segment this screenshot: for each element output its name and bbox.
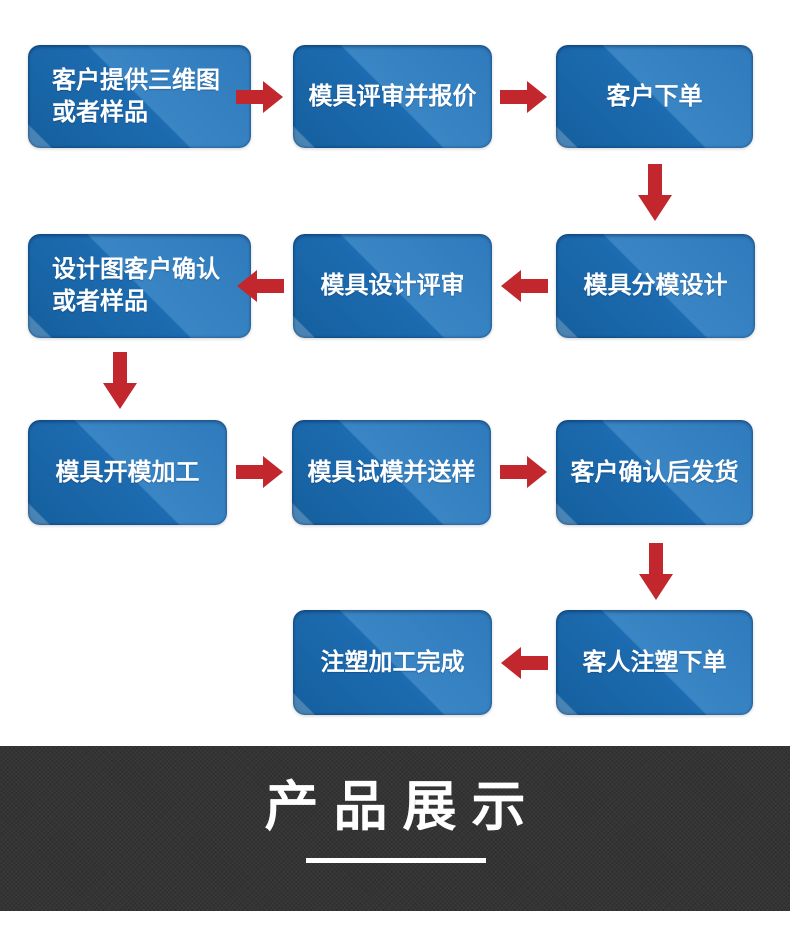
flow-step-label: 模具分模设计	[583, 271, 728, 300]
arrow-down-icon	[103, 352, 137, 409]
flow-step-label: 模具设计评审	[320, 271, 465, 300]
arrow-left-icon	[501, 270, 548, 302]
banner-title: 产品展示	[264, 775, 541, 838]
flow-step-mold-machining: 模具开模加工	[28, 420, 227, 525]
arrow-right-icon	[500, 456, 547, 488]
flow-step-label: 模具试模并送样	[307, 457, 476, 486]
flow-step-mold-parting-design: 模具分模设计	[556, 234, 755, 338]
flow-step-label: 模具开模加工	[55, 457, 200, 486]
flow-step-mold-trial-and-sample: 模具试模并送样	[292, 420, 491, 525]
arrow-right-icon	[236, 456, 283, 488]
flow-step-customer-provides-drawing: 客户提供三维图 或者样品	[28, 45, 251, 148]
flow-step-label: 客人注塑下单	[582, 647, 727, 676]
flow-step-mold-design-review: 模具设计评审	[293, 234, 492, 338]
arrow-down-icon	[638, 164, 672, 221]
flow-step-design-customer-confirm: 设计图客户确认 或者样品	[28, 234, 251, 338]
product-display-banner: 产品展示	[0, 746, 790, 911]
arrow-right-icon	[500, 81, 547, 113]
arrow-right-icon	[236, 81, 283, 113]
arrow-left-icon	[501, 647, 548, 679]
flow-step-label: 客户下单	[606, 81, 703, 110]
flow-step-customer-places-order: 客户下单	[556, 45, 753, 148]
flow-step-mold-review-and-quote: 模具评审并报价	[293, 45, 492, 148]
flow-step-customer-injection-order: 客人注塑下单	[556, 610, 753, 715]
flow-step-injection-complete: 注塑加工完成	[293, 610, 492, 715]
flow-step-label: 设计图客户确认 或者样品	[52, 255, 220, 315]
banner-underline	[306, 858, 486, 863]
arrow-left-icon	[237, 270, 284, 302]
flow-step-customer-confirm-shipment: 客户确认后发货	[556, 420, 753, 525]
flow-step-label: 模具评审并报价	[308, 81, 477, 110]
flow-step-label: 客户提供三维图 或者样品	[52, 65, 220, 126]
flow-step-label: 客户确认后发货	[570, 457, 739, 486]
flow-step-label: 注塑加工完成	[320, 647, 465, 676]
arrow-down-icon	[639, 543, 673, 600]
